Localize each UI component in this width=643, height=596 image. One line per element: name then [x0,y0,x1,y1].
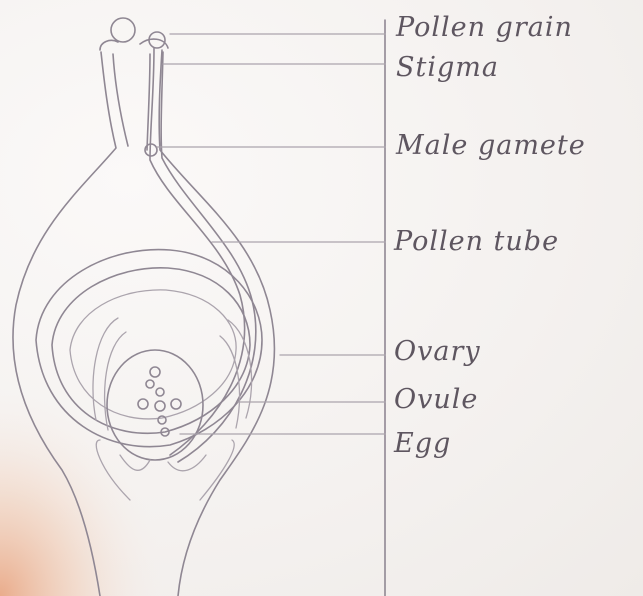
embryo-sac-cell [171,399,181,409]
pollen-grain [111,18,135,42]
label-ovule: Ovule [394,384,478,415]
label-pollen-grain: Pollen grain [396,12,573,43]
pollen-tube [161,52,256,462]
label-male-gamete: Male gamete [396,130,586,161]
label-ovary: Ovary [394,336,481,367]
pistil-outline [159,50,274,596]
style-wall [147,54,150,150]
style-wall [113,54,128,146]
label-stigma: Stigma [396,52,499,83]
egg-cell [150,367,160,377]
label-pollen-tube: Pollen tube [394,226,559,257]
label-egg: Egg [394,428,451,459]
